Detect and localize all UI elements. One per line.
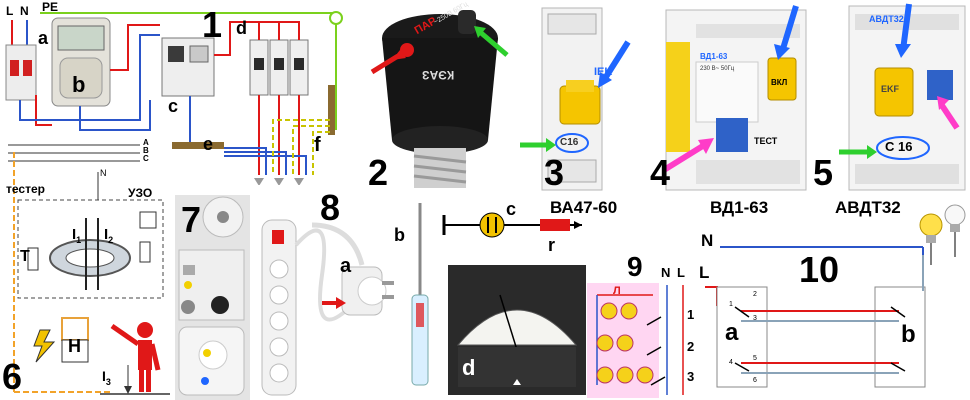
- panel-distribution-board: PE L N a b c d e f 1: [0, 0, 360, 185]
- label-c: c: [168, 96, 179, 116]
- i2-label: I2: [104, 226, 114, 245]
- distribution-board-diagram: [5, 11, 343, 185]
- label-b: b: [72, 72, 86, 97]
- label-e: e: [203, 134, 214, 154]
- panel-chandelier: 9 Л N L 1 2 3: [587, 251, 697, 400]
- capacitor-label-c: c: [506, 199, 517, 219]
- rcd-test-button: ТЕСТ: [754, 136, 778, 146]
- adapter-brand: КЭАЗ: [422, 68, 455, 82]
- switch-1-label: 1: [687, 307, 695, 322]
- pass-n-label: N: [701, 231, 714, 250]
- label-d: d: [236, 18, 247, 38]
- breaker-rating: C16: [560, 137, 579, 148]
- multimeter-icon: [448, 265, 586, 395]
- switch-2-label: 2: [687, 339, 695, 354]
- rcd-model-tag: ВД1-63: [700, 52, 728, 61]
- pass-l-label: L: [699, 263, 710, 282]
- plug-icon: [311, 222, 394, 316]
- lightbulb-icon: [919, 213, 943, 243]
- uzo-label: УЗО: [128, 186, 153, 200]
- plug-label-a: a: [340, 255, 352, 277]
- h-label: Н: [68, 336, 81, 356]
- rcbo-device-icon: [839, 3, 966, 191]
- panel-number-5: 5: [813, 152, 834, 193]
- rcbo-model-tag: АВДТ32: [869, 14, 904, 24]
- screwdriver-icon: [411, 203, 429, 386]
- panel-tools: 8 a b c r d: [252, 185, 587, 400]
- panel-number-2: 2: [368, 152, 389, 193]
- pin-label: 2: [753, 291, 757, 298]
- rcbo-caption: АВДТ32: [835, 198, 901, 217]
- lightning-icon: [33, 329, 56, 363]
- i1-label: I1: [72, 226, 82, 245]
- resistor-label-r: r: [548, 235, 556, 255]
- panel-number-10: 10: [799, 249, 840, 290]
- panel-rcbo-avdt32: АВДТ32 EKF C 16 5 АВДТ32: [813, 0, 970, 220]
- multimeter-label-d: d: [462, 355, 476, 380]
- n-label: N: [20, 4, 29, 18]
- pin-label: 1: [729, 301, 733, 308]
- t-label: Т: [20, 248, 30, 265]
- pe-label: PE: [42, 0, 59, 14]
- panel-rcd-diagram: A B C N тестер УЗО Т I1 I2 Н I3 6: [0, 130, 175, 400]
- panel-number-3: 3: [544, 152, 565, 193]
- l-label: L: [6, 4, 14, 18]
- rcd-caption: ВД1-63: [710, 198, 769, 217]
- lightbulb-icon: [944, 204, 966, 232]
- panel-number-1: 1: [202, 4, 223, 45]
- phase-a-label: A: [143, 138, 149, 147]
- panel-sockets: 7: [175, 195, 250, 400]
- socket-adapter-icon: [370, 10, 509, 188]
- pass-switch-diagram: [705, 204, 966, 388]
- breaker-caption: ВА47-60: [550, 198, 618, 217]
- switch-3-label: 3: [687, 369, 695, 384]
- pin-label: 4: [729, 359, 733, 366]
- i3-label: I3: [102, 368, 111, 387]
- extension-cord-icon: [261, 219, 354, 396]
- panel-number-8: 8: [320, 187, 341, 228]
- label-f: f: [314, 134, 321, 156]
- panel-socket-adapter: КЭАЗ ПАР ~250В 60Гц 2: [362, 0, 522, 200]
- panel-rcd-vd1: ВД1-63 230 В~ 50Гц ВКЛ ТЕСТ 4 ВД1-63: [650, 0, 815, 220]
- panel-number-9: 9: [627, 251, 643, 282]
- phase-b-label: B: [143, 146, 149, 155]
- panel-pass-switches: 10 N L a b 1 2 3 4 5 6: [695, 195, 970, 400]
- person-icon: [110, 322, 161, 392]
- panel-breaker-va47: IEK C16 3 ВА47-60: [520, 0, 650, 220]
- pin-label: 5: [753, 355, 757, 362]
- screwdriver-label-b: b: [394, 225, 405, 245]
- chandelier-l-label: Л: [613, 285, 621, 297]
- label-a: a: [38, 28, 49, 48]
- rcbo-rating: C 16: [885, 139, 913, 154]
- neutral-label: N: [100, 168, 107, 178]
- breaker-brand: IEK: [594, 66, 613, 78]
- panel-number-7: 7: [181, 199, 202, 240]
- rcd-lever-text: ВКЛ: [771, 78, 788, 87]
- tools-illustration: [261, 203, 586, 396]
- neutral-n-label: N: [661, 265, 671, 280]
- rcbo-lever-text: EKF: [881, 84, 899, 94]
- chandelier-diagram: [587, 283, 684, 398]
- switch-b-label: b: [901, 321, 916, 348]
- phase-l-label: L: [677, 265, 685, 280]
- rcd-schematic: [8, 144, 170, 395]
- switch-a-label: a: [725, 319, 739, 346]
- tester-label: тестер: [6, 182, 45, 196]
- panel-number-6: 6: [2, 356, 23, 397]
- circuit-breaker-icon: [520, 7, 631, 191]
- rcd-device-icon: [662, 5, 807, 191]
- panel-number-4: 4: [650, 152, 671, 193]
- rcd-specs: 230 В~ 50Гц: [700, 66, 735, 72]
- pin-label: 3: [753, 315, 757, 322]
- socket-icon: [175, 195, 250, 400]
- pin-label: 6: [753, 377, 757, 384]
- phase-c-label: C: [143, 154, 149, 163]
